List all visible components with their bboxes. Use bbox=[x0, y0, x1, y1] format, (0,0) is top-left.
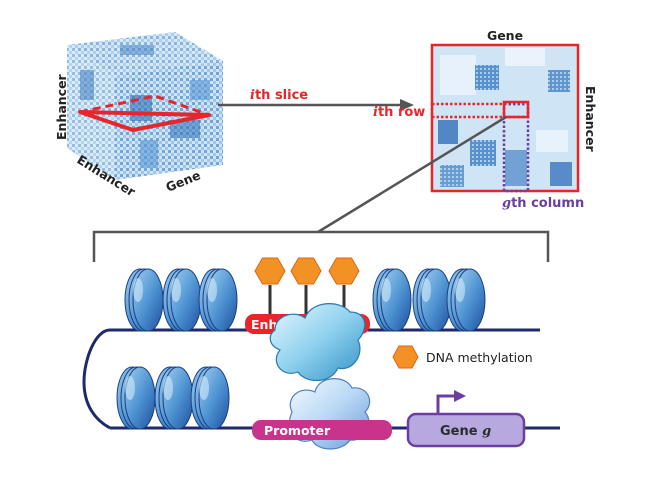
nucleosome-highlight bbox=[421, 278, 431, 302]
matrix-top-label: Gene bbox=[487, 28, 523, 43]
zoom-bracket bbox=[92, 230, 550, 262]
matrix-cell bbox=[438, 120, 458, 144]
matrix-cell bbox=[475, 65, 499, 90]
zoom-connector bbox=[92, 115, 550, 262]
matrix-cell bbox=[550, 162, 572, 186]
matrix-cell bbox=[505, 150, 527, 186]
zoom-line bbox=[317, 115, 507, 234]
matrix-selected-cell bbox=[502, 100, 530, 119]
nucleosome bbox=[372, 268, 412, 332]
data-cube: Enhancer Enhancer Gene bbox=[54, 32, 223, 200]
matrix-row-highlight bbox=[430, 102, 530, 119]
gene-label: Gene g bbox=[440, 424, 491, 439]
gene-box bbox=[406, 412, 526, 448]
cube-block bbox=[140, 140, 158, 168]
nucleosome bbox=[124, 268, 164, 332]
transcription-arrow-line bbox=[436, 394, 456, 414]
matrix-cell bbox=[536, 130, 568, 152]
nucleosome bbox=[446, 268, 486, 332]
nucleosome-highlight bbox=[133, 278, 143, 302]
cube-block bbox=[170, 120, 200, 138]
legend-text: DNA methylation bbox=[426, 350, 533, 365]
matrix-cell bbox=[440, 55, 476, 95]
nucleosome-highlight bbox=[171, 278, 181, 302]
methylation-group bbox=[254, 257, 360, 315]
slice-arrow-group: ith slice bbox=[218, 88, 414, 111]
matrix-cell bbox=[470, 140, 496, 166]
nucleosome bbox=[190, 366, 230, 430]
nucleosome bbox=[162, 268, 202, 332]
nucleosome-group bbox=[116, 268, 486, 430]
nucleosome bbox=[412, 268, 452, 332]
nucleosome-highlight bbox=[207, 278, 217, 302]
enhancer-bound-protein bbox=[269, 303, 366, 382]
cube-slice-back-edges bbox=[79, 94, 210, 117]
matrix-column-label: gth column bbox=[502, 196, 584, 211]
slice-arrow-head bbox=[400, 99, 414, 111]
nucleosome-highlight bbox=[199, 376, 209, 400]
nucleosome-highlight bbox=[125, 376, 135, 400]
matrix-right-label: Enhancer bbox=[583, 86, 598, 153]
cube-block bbox=[80, 70, 94, 100]
nucleosome bbox=[198, 268, 238, 332]
nucleosome-highlight bbox=[455, 278, 465, 302]
cube-axis-enhancer-left: Enhancer bbox=[54, 73, 69, 140]
transcription-arrow-head bbox=[454, 390, 466, 402]
nucleosome bbox=[116, 366, 156, 430]
methyl-hexagon bbox=[328, 257, 360, 285]
legend: DNA methylation bbox=[392, 345, 533, 369]
nucleosome-highlight bbox=[381, 278, 391, 302]
matrix-column-highlight bbox=[502, 102, 530, 193]
cube-block bbox=[120, 45, 154, 55]
promoter-label: Promoter bbox=[264, 423, 331, 438]
methyl-hexagon bbox=[290, 257, 322, 285]
nucleosome-highlight bbox=[163, 376, 173, 400]
cube-block bbox=[190, 80, 210, 100]
promoter-region bbox=[252, 420, 392, 440]
cube-block bbox=[130, 95, 152, 121]
slice-label: ith slice bbox=[250, 88, 308, 103]
matrix-cell bbox=[505, 48, 545, 66]
matrix-cell bbox=[548, 70, 570, 92]
matrix-panel: Gene Enhancer ith row gth column bbox=[373, 28, 598, 211]
matrix-row-label: ith row bbox=[373, 105, 425, 120]
matrix-cell bbox=[440, 165, 464, 187]
methyl-hexagon bbox=[254, 257, 286, 285]
dna-loop bbox=[82, 328, 111, 430]
nucleosome bbox=[154, 366, 194, 430]
legend-methyl-hexagon bbox=[392, 345, 419, 369]
